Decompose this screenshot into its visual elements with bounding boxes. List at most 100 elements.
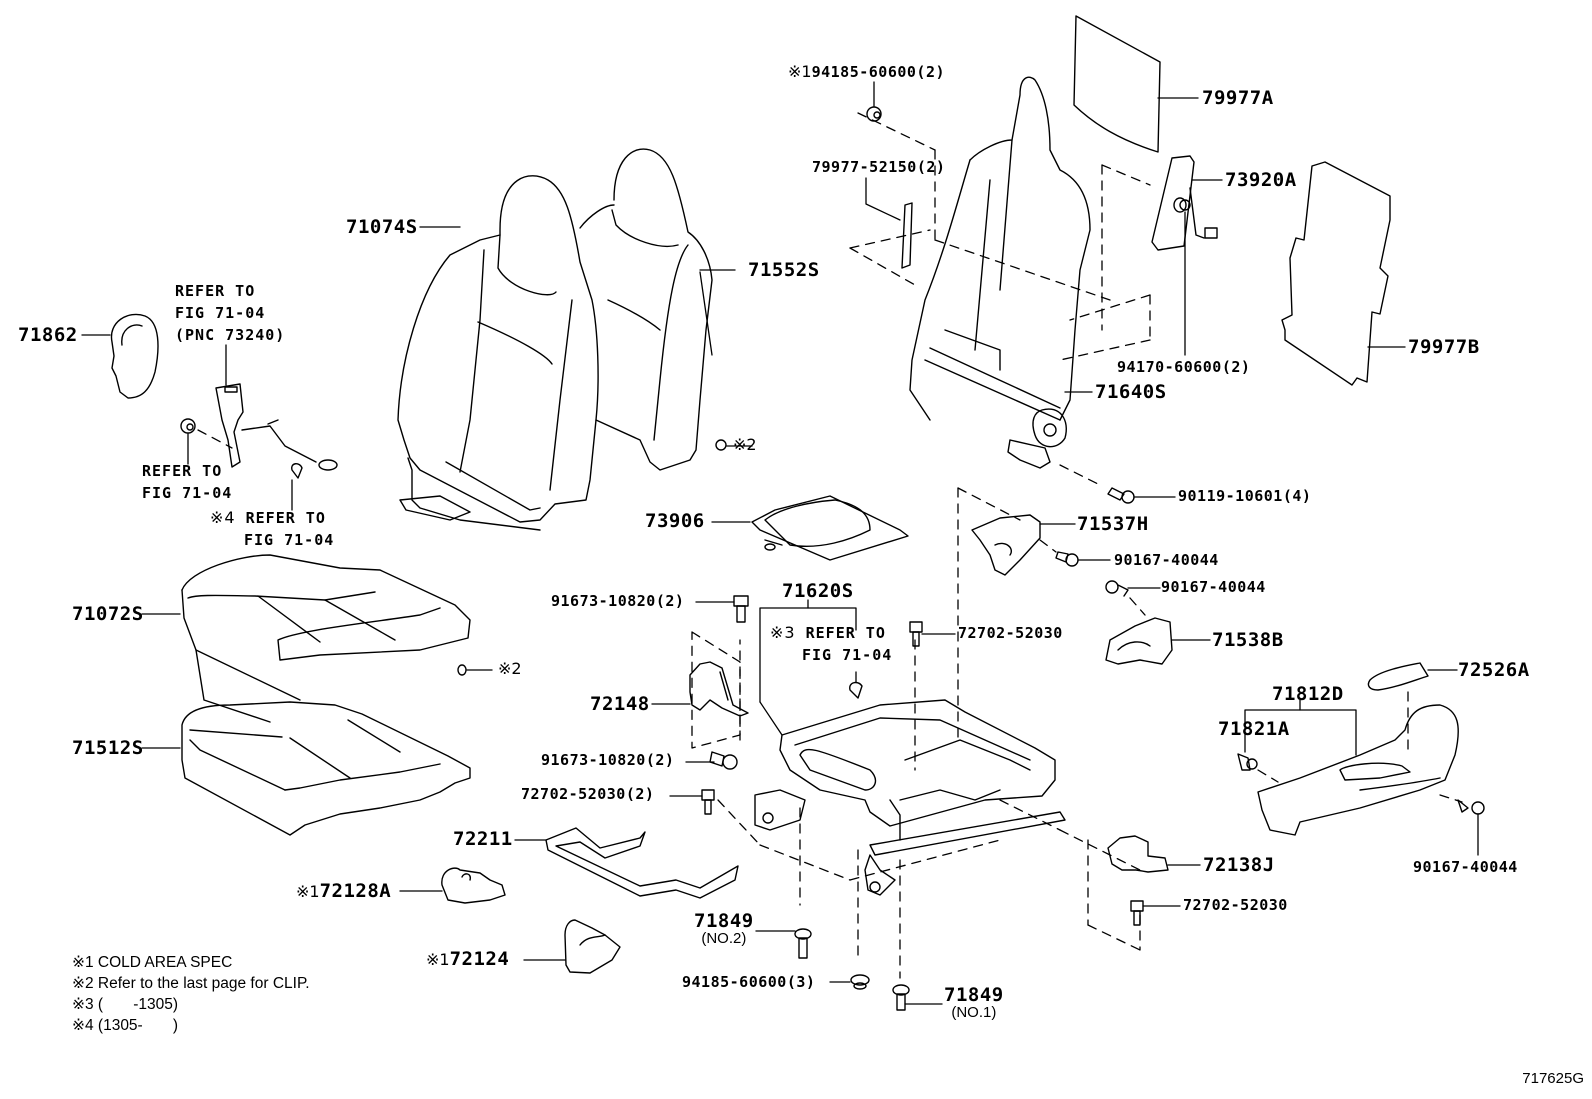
part-label-94170-60600[interactable]: 94170-60600(2): [1117, 358, 1251, 376]
part-number: 71849: [694, 910, 754, 932]
part-label-91673-10820-bottom[interactable]: 91673-10820(2): [541, 751, 675, 769]
clip-71821A-illustration: [1237, 729, 1279, 783]
part-label-72124[interactable]: ※172124: [426, 950, 509, 969]
part-label-72702-52030-mid[interactable]: 72702-52030: [958, 624, 1063, 642]
bolt-72702-mid-illustration: [909, 621, 956, 647]
part-variant: (NO.2): [701, 930, 747, 947]
reference-line: FIG 71-04: [175, 304, 266, 322]
screw-90167-b-illustration: [1105, 580, 1161, 616]
part-label-71821A[interactable]: 71821A: [1218, 718, 1290, 740]
note-marker: ※2: [498, 659, 522, 678]
part-label-90167-40044-b[interactable]: 90167-40044: [1161, 578, 1266, 596]
reference-line: REFER TO: [245, 509, 326, 527]
part-label-71620S[interactable]: 71620S: [782, 580, 854, 602]
part-label-71640S[interactable]: 71640S: [1095, 381, 1167, 403]
reference-line: REFER TO: [175, 282, 256, 300]
nut-94170-illustration: [1173, 197, 1191, 356]
bolt-91673-b-illustration: [685, 751, 738, 770]
nut-94185-top-illustration: [866, 81, 882, 122]
note-marker: ※2: [733, 435, 757, 454]
part-label-71849-no1[interactable]: 71849 (NO.1): [944, 984, 1004, 1021]
reference-clip-4[interactable]: ※4 REFER TO FIG 71-04: [210, 507, 334, 551]
cover-72128A-illustration: [399, 867, 506, 904]
bolt-90119-illustration: [1107, 487, 1176, 504]
part-number: 72128A: [319, 880, 392, 902]
note-marker: ※1: [426, 950, 450, 969]
part-label-73920A[interactable]: 73920A: [1225, 169, 1297, 191]
part-label-72148[interactable]: 72148: [590, 693, 650, 715]
screw-90167-a-illustration: [1055, 551, 1111, 567]
trim-panel-79977A-illustration: [1073, 15, 1199, 153]
reference-line: FIG 71-04: [802, 646, 893, 664]
clip-reference-2b[interactable]: ※2: [498, 661, 522, 677]
footnote: ※4 (1305- ): [72, 1017, 179, 1034]
figure-number: 717625G: [1522, 1070, 1584, 1087]
clip-reference-2a[interactable]: ※2: [733, 437, 757, 453]
part-label-79977B[interactable]: 79977B: [1408, 336, 1480, 358]
part-label-79977-52150[interactable]: 79977-52150(2): [812, 158, 946, 176]
screw-90167-c-illustration: [1439, 794, 1485, 856]
cushion-cover-71512S-illustration: [141, 701, 471, 836]
part-number: 72124: [449, 948, 510, 970]
note-marker: ※1: [788, 62, 812, 81]
cover-72138J-illustration: [1107, 835, 1201, 873]
part-label-71849-no2[interactable]: 71849 (NO.2): [694, 910, 754, 947]
part-label-90119-10601[interactable]: 90119-10601(4): [1178, 487, 1312, 505]
part-label-73906[interactable]: 73906: [645, 510, 705, 532]
part-label-79977A[interactable]: 79977A: [1202, 87, 1274, 109]
part-label-72526A[interactable]: 72526A: [1458, 659, 1530, 681]
reference-line: REFER TO: [142, 462, 223, 480]
note-marker: ※3: [770, 623, 796, 642]
reference-line: FIG 71-04: [142, 484, 233, 502]
part-label-71538B[interactable]: 71538B: [1212, 629, 1284, 651]
bolt-91673-a-illustration: [695, 595, 749, 623]
wire-72211-illustration: [514, 827, 739, 899]
sensor-mat-73906-illustration: [711, 495, 909, 561]
side-airbag-73920A-illustration: [1151, 155, 1223, 251]
part-label-94185-60600-top[interactable]: ※194185-60600(2): [788, 64, 945, 80]
part-label-94185-60600-bottom[interactable]: 94185-60600(3): [682, 973, 816, 991]
cover-72124-illustration: [523, 919, 621, 974]
bolt-71849-no2-illustration: [755, 928, 812, 959]
seatback-cover-71552S-illustration: [579, 148, 753, 471]
seatback-cover-71074S-illustration: [397, 175, 599, 531]
bolt-71849-no1-illustration: [892, 984, 943, 1011]
seat-adjuster-71620S-illustration: [717, 487, 1141, 979]
part-label-72128A[interactable]: ※172128A: [296, 882, 391, 901]
part-label-71552S[interactable]: 71552S: [748, 259, 820, 281]
reference-bolt[interactable]: REFER TO FIG 71-04: [142, 460, 232, 504]
reference-seat-belt[interactable]: REFER TO FIG 71-04 (PNC 73240): [175, 280, 285, 346]
part-label-72211[interactable]: 72211: [453, 828, 513, 850]
seatback-frame-71640S-illustration: [849, 76, 1151, 486]
cover-72526A-illustration: [1367, 662, 1458, 751]
nut-94185-bottom-illustration: [829, 974, 870, 990]
recliner-cover-71538B-illustration: [1105, 617, 1211, 665]
reference-clip-3[interactable]: ※3 REFER TO FIG 71-04: [770, 622, 892, 666]
part-label-71512S[interactable]: 71512S: [72, 737, 144, 759]
reference-line: REFER TO: [805, 624, 886, 642]
bracket-72148-illustration: [651, 631, 749, 749]
side-cover-71812D-illustration: [1244, 699, 1459, 836]
part-label-71862[interactable]: 71862: [18, 324, 78, 346]
part-label-72702-52030-2[interactable]: 72702-52030(2): [521, 785, 655, 803]
reference-line: FIG 71-04: [244, 531, 335, 549]
cushion-cover-71072S-illustration: [141, 554, 493, 723]
part-label-90167-40044-c[interactable]: 90167-40044: [1413, 858, 1518, 876]
part-label-90167-40044-a[interactable]: 90167-40044: [1114, 551, 1219, 569]
headrest-71862-illustration: [81, 313, 159, 399]
clip-79977-52150-illustration: [865, 177, 913, 269]
part-label-72138J[interactable]: 72138J: [1203, 854, 1275, 876]
part-label-72702-52030-bottom[interactable]: 72702-52030: [1183, 896, 1288, 914]
part-label-71072S[interactable]: 71072S: [72, 603, 144, 625]
part-label-71812D[interactable]: 71812D: [1272, 683, 1344, 705]
part-label-71537H[interactable]: 71537H: [1077, 513, 1149, 535]
footnote: ※3 ( -1305): [72, 996, 179, 1013]
note-marker: ※4: [210, 508, 236, 527]
part-label-91673-10820-top[interactable]: 91673-10820(2): [551, 592, 685, 610]
part-number: 71849: [944, 984, 1004, 1006]
footnote: ※2 Refer to the last page for CLIP.: [72, 975, 310, 992]
note-marker: ※1: [296, 882, 320, 901]
bolt-72702-left-illustration: [669, 789, 715, 815]
part-label-71074S[interactable]: 71074S: [346, 216, 418, 238]
